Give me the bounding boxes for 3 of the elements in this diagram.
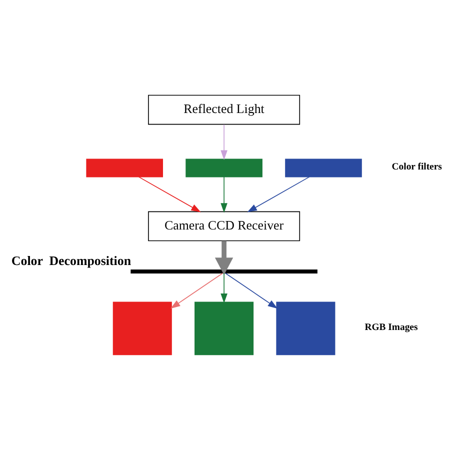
label: Color filters — [392, 161, 442, 172]
node-label: Color Decomposition — [11, 252, 132, 268]
label: RGB Images — [364, 322, 418, 333]
